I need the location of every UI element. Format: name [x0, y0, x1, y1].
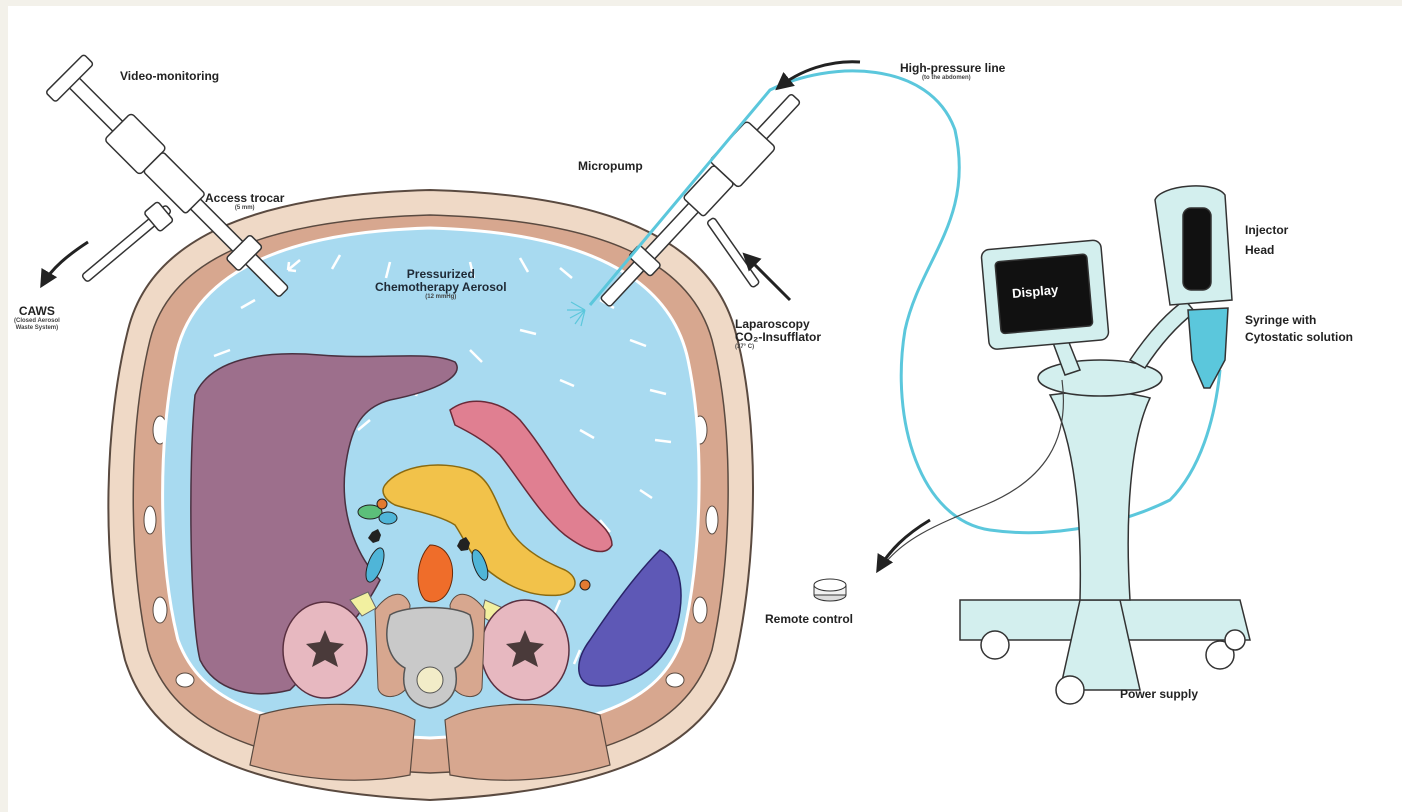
display-label: Display	[1012, 283, 1059, 300]
power-supply-label: Power supply	[1120, 688, 1198, 701]
high-pressure-label: High-pressure line (to the abdomen)	[900, 62, 1005, 82]
caws-subtitle-1: (Closed Aerosol	[14, 318, 60, 325]
high-pressure-subtitle: (to the abdomen)	[900, 75, 1005, 82]
aerosol-label: Pressurized Chemotherapy Aerosol (12 mmH…	[375, 268, 507, 301]
syringe-line-1: Syringe with	[1245, 312, 1353, 329]
pipac-injector	[960, 186, 1250, 704]
micropump-label: Micropump	[578, 160, 643, 173]
aerosol-line-2: Chemotherapy Aerosol	[375, 281, 507, 294]
caws-label: CAWS (Closed Aerosol Waste System)	[14, 305, 60, 332]
laparoscopy-label: Laparoscopy CO₂-Insufflator (37° C)	[735, 318, 821, 351]
left-kidney	[283, 602, 367, 698]
injector-line-2: Head	[1245, 240, 1288, 260]
access-trocar-size: (5 mm)	[205, 205, 284, 212]
duodenum	[379, 512, 397, 524]
injector-head-label: Injector Head	[1245, 220, 1288, 260]
remote-control-label: Remote control	[765, 613, 853, 626]
syringe-label: Syringe with Cytostatic solution	[1245, 312, 1353, 346]
remote-cable	[880, 380, 1063, 570]
video-monitoring-label: Video-monitoring	[120, 70, 219, 83]
caws-subtitle-2: Waste System)	[14, 325, 60, 332]
access-trocar-label: Access trocar (5 mm)	[205, 192, 284, 212]
right-kidney	[481, 600, 569, 700]
access-trocar-title: Access trocar	[205, 191, 284, 205]
aerosol-pressure: (12 mmHg)	[375, 294, 507, 301]
syringe-line-2: Cytostatic solution	[1245, 329, 1353, 346]
laparoscopy-temperature: (37° C)	[735, 344, 821, 351]
high-pressure-title: High-pressure line	[900, 62, 1005, 75]
remote-control	[814, 579, 846, 601]
laparoscopy-line-2: CO₂-Insufflator	[735, 331, 821, 344]
injector-line-1: Injector	[1245, 220, 1288, 240]
caws-title: CAWS	[19, 304, 55, 318]
caws-arrow	[42, 242, 88, 285]
